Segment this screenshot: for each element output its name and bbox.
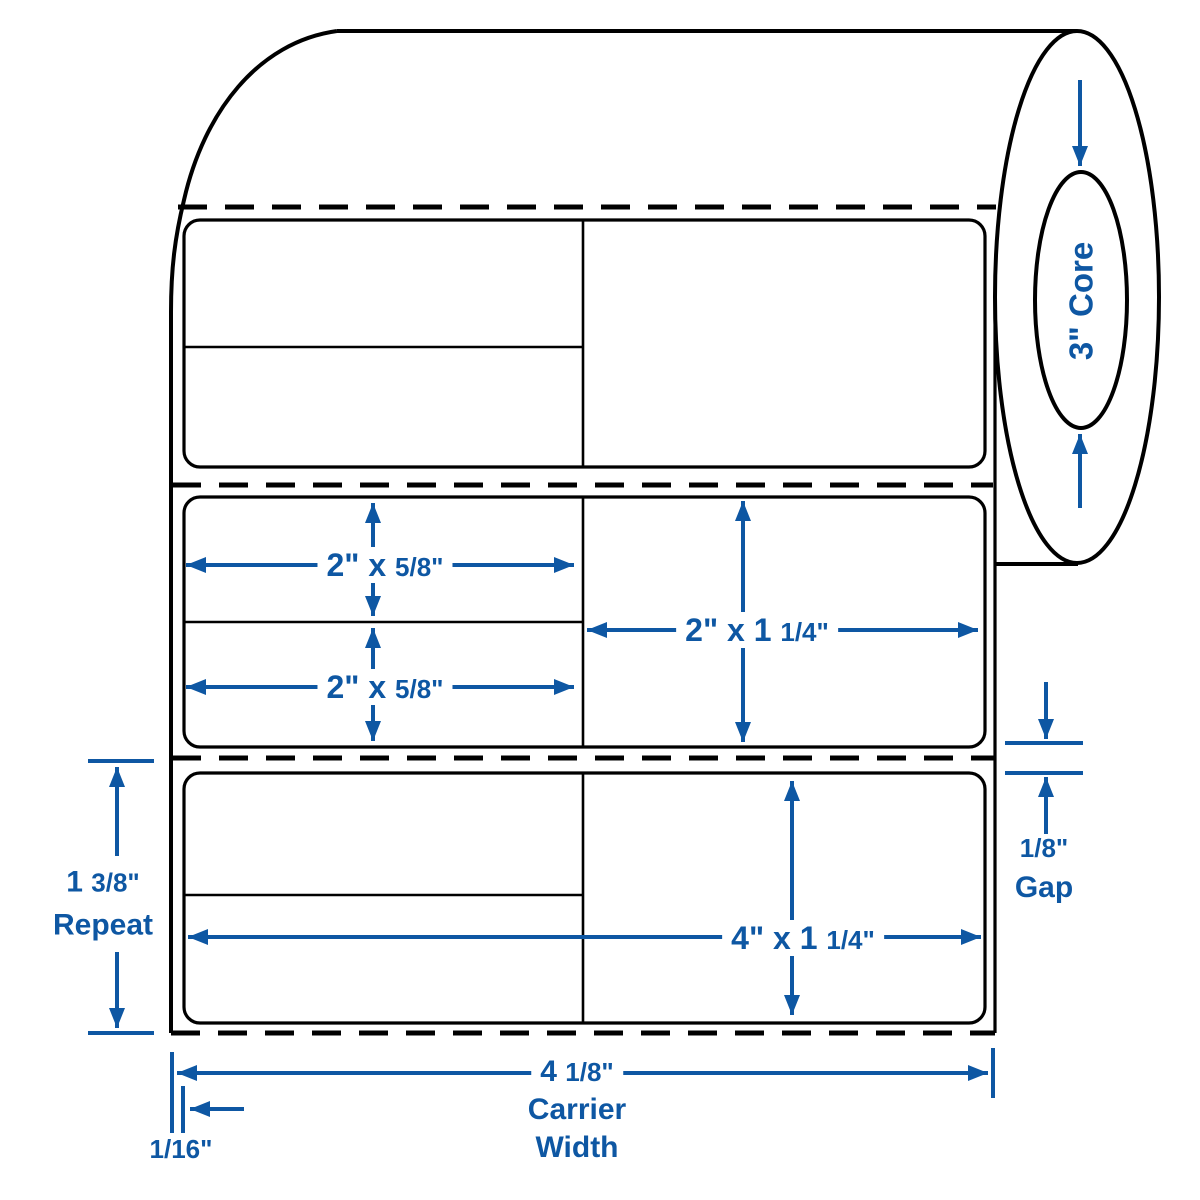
carrier-outline xyxy=(169,29,1078,1033)
dim-value: 4 xyxy=(540,1055,566,1088)
label-row-1 xyxy=(182,218,987,469)
carrier-caption-line2: Width xyxy=(535,1131,619,1164)
label-row-2 xyxy=(182,495,987,749)
dim-fraction: 3/8" xyxy=(91,867,140,898)
roll-core-ellipse xyxy=(1033,170,1129,430)
perforation-lines xyxy=(171,204,996,1036)
dim-label-edge-margin: 1/16" xyxy=(149,1134,213,1164)
dim-value: 1 xyxy=(66,865,92,899)
dim-label-gap: 1/8" Gap xyxy=(1015,828,1073,908)
gap-value: 1/8" xyxy=(1019,833,1069,863)
core-size-label: 3" Core xyxy=(1062,241,1100,361)
carrier-left-edge xyxy=(169,29,338,1033)
label-outline xyxy=(182,218,987,469)
dim-fraction: 5/8" xyxy=(395,552,444,582)
dim-value: 2" x xyxy=(326,669,396,705)
dim-label-carrier-width-caption: Carrier Width xyxy=(528,1091,626,1167)
dim-label-right: 2" x 1 1/4" xyxy=(676,612,838,648)
dim-label-repeat: 1 3/8" Repeat xyxy=(53,864,153,945)
dim-fraction: 1/4" xyxy=(780,617,829,647)
dim-label-carrier-width-value: 4 1/8" xyxy=(531,1055,623,1089)
carrier-caption-line1: Carrier xyxy=(527,1093,627,1126)
label-row-3 xyxy=(182,771,987,1025)
repeat-caption: Repeat xyxy=(52,908,154,942)
dim-value: 2" x xyxy=(326,547,396,583)
dim-fraction: 1/8" xyxy=(565,1057,614,1087)
dim-value: 4" x 1 xyxy=(731,920,827,956)
dim-value: 2" x 1 xyxy=(685,612,781,648)
dim-label-small-bottom: 2" x 5/8" xyxy=(317,669,453,705)
dim-fraction: 5/8" xyxy=(395,674,444,704)
dim-fraction: 1/4" xyxy=(826,925,875,955)
repeat-value-line: 1 3/8" xyxy=(53,864,153,907)
gap-caption: Gap xyxy=(1014,871,1074,904)
dim-label-wide: 4" x 1 1/4" xyxy=(722,920,884,956)
roll-side-view xyxy=(993,29,1161,565)
dim-label-small-top: 2" x 5/8" xyxy=(317,547,453,583)
label-outline xyxy=(182,771,987,1025)
